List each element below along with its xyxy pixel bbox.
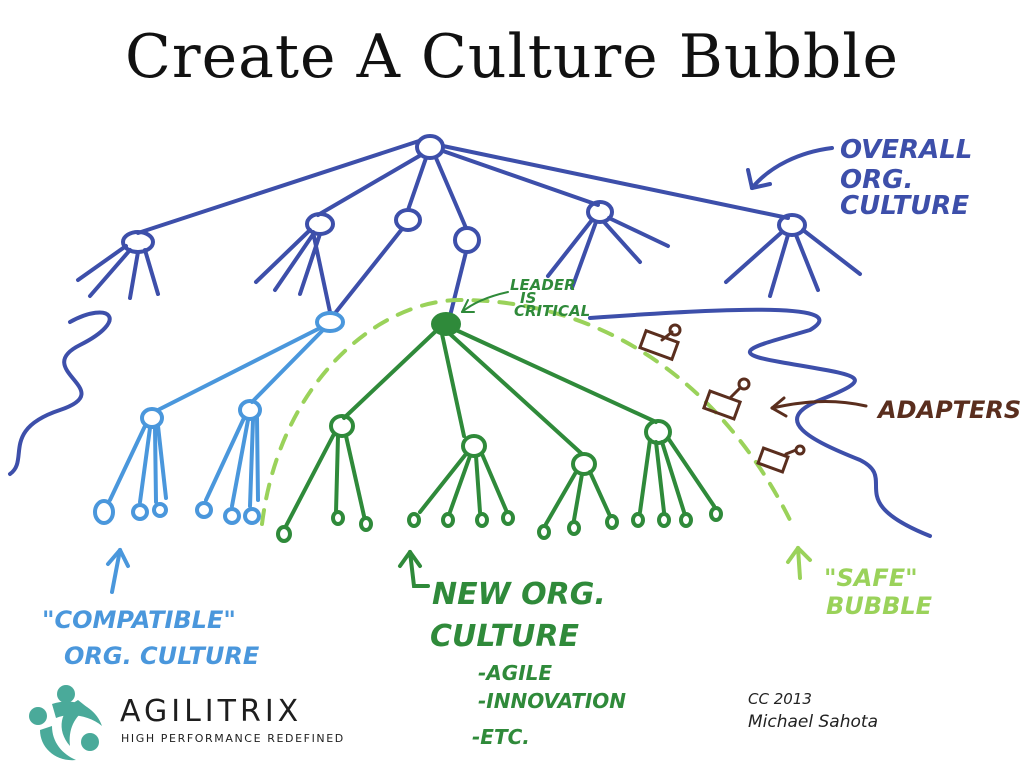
adapters (638, 323, 868, 474)
compatible-label-line: "COMPATIBLE" (42, 606, 236, 634)
leaf-node (631, 512, 645, 528)
node (586, 200, 614, 224)
node (394, 208, 422, 232)
leaf-node (475, 512, 489, 528)
leader-label-line: LEADER (510, 276, 576, 294)
node (453, 226, 481, 254)
leaf-node (657, 512, 671, 528)
leaf-node (276, 525, 292, 543)
new-culture-label: NEW ORG. CULTURE -AGILE -INNOVATION -ETC… (430, 577, 626, 749)
safe-label-line: "SAFE" (824, 564, 918, 592)
leaf-node (679, 512, 693, 528)
adapters-label: ADAPTERS (876, 396, 1021, 424)
new-culture-item: -ETC. (472, 725, 530, 749)
overall-label-line: CULTURE (840, 191, 969, 221)
adapter-icon (756, 444, 806, 474)
safe-bubble-label: "SAFE" BUBBLE (824, 564, 933, 620)
leaf-node (501, 510, 515, 526)
overall-org-tree (8, 134, 932, 538)
overall-label: OVERALL ORG. CULTURE (840, 135, 972, 221)
safe-label-line: BUBBLE (826, 592, 933, 620)
new-culture-item: -AGILE (478, 661, 552, 685)
node (315, 311, 345, 333)
credit-line-1: CC 2013 (748, 690, 812, 708)
leaf-node (567, 520, 581, 536)
node (777, 213, 807, 237)
compatible-org-tree (93, 311, 345, 594)
slide-title: Create A Culture Bubble (125, 22, 899, 92)
leader-label-line: IS (520, 289, 536, 307)
leader-node (431, 312, 461, 336)
leader-label-line: CRITICAL (514, 302, 590, 320)
leaf-node (605, 514, 619, 530)
agilitrix-logo-icon (29, 685, 102, 761)
safe-bubble-arrow (786, 546, 812, 580)
node (238, 399, 262, 421)
overall-label-line: ORG. (840, 165, 913, 195)
leaf-node (537, 524, 551, 540)
adapter-icon (701, 377, 751, 421)
leaf-node (243, 507, 261, 525)
credit-line-2: Michael Sahota (748, 712, 878, 732)
leaf-node (441, 512, 455, 528)
logo-name: AGILITRIX (120, 694, 303, 729)
leaf-node (359, 516, 373, 532)
leaf-node (93, 499, 115, 525)
leaf-node (195, 501, 213, 519)
compatible-label: "COMPATIBLE" ORG. CULTURE (42, 606, 260, 670)
leaf-node (223, 507, 241, 525)
node (329, 414, 355, 438)
leaf-node (709, 506, 723, 522)
leaf-node (152, 502, 168, 518)
leaf-node (407, 512, 421, 528)
logo-tagline: HIGH PERFORMANCE REDEFINED (121, 732, 345, 745)
leader-label: LEADER IS CRITICAL (510, 276, 590, 320)
adapter-icon (638, 323, 682, 362)
new-culture-label-line: NEW ORG. (432, 577, 606, 612)
new-culture-item: -INNOVATION (478, 689, 626, 713)
new-org-tree (276, 291, 723, 588)
leaf-node (131, 503, 149, 521)
overall-label-line: OVERALL (840, 135, 972, 165)
new-culture-label-line: CULTURE (430, 619, 579, 654)
compatible-label-line: ORG. CULTURE (64, 642, 260, 670)
node (140, 407, 164, 429)
leaf-node (331, 510, 345, 526)
